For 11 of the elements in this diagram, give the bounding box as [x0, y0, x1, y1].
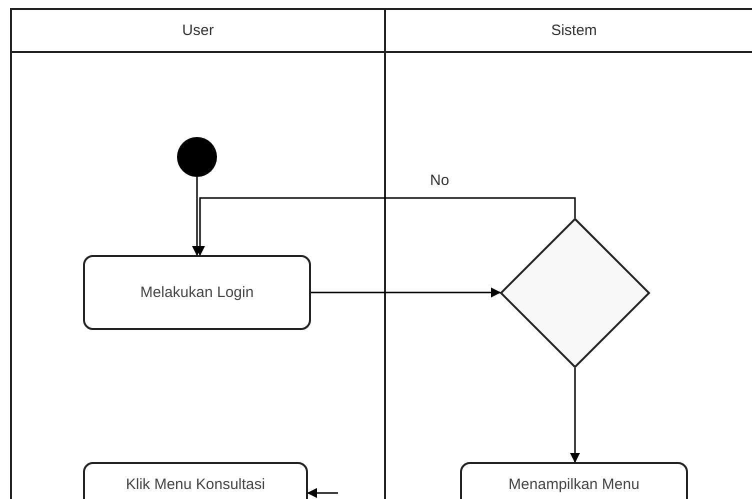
swimlane [10, 8, 386, 499]
swimlane [384, 8, 752, 499]
arrow [311, 288, 501, 298]
lane-title: User [182, 22, 214, 39]
activity-label: Klik Menu Konsultasi [126, 476, 266, 493]
activity-label: Menampilkan Menu [508, 476, 640, 493]
lane-title: Sistem [551, 22, 597, 39]
activity-box [83, 255, 311, 330]
arrow [570, 368, 580, 463]
activity-label: Melakukan Login [140, 284, 254, 301]
arrow [307, 488, 338, 498]
